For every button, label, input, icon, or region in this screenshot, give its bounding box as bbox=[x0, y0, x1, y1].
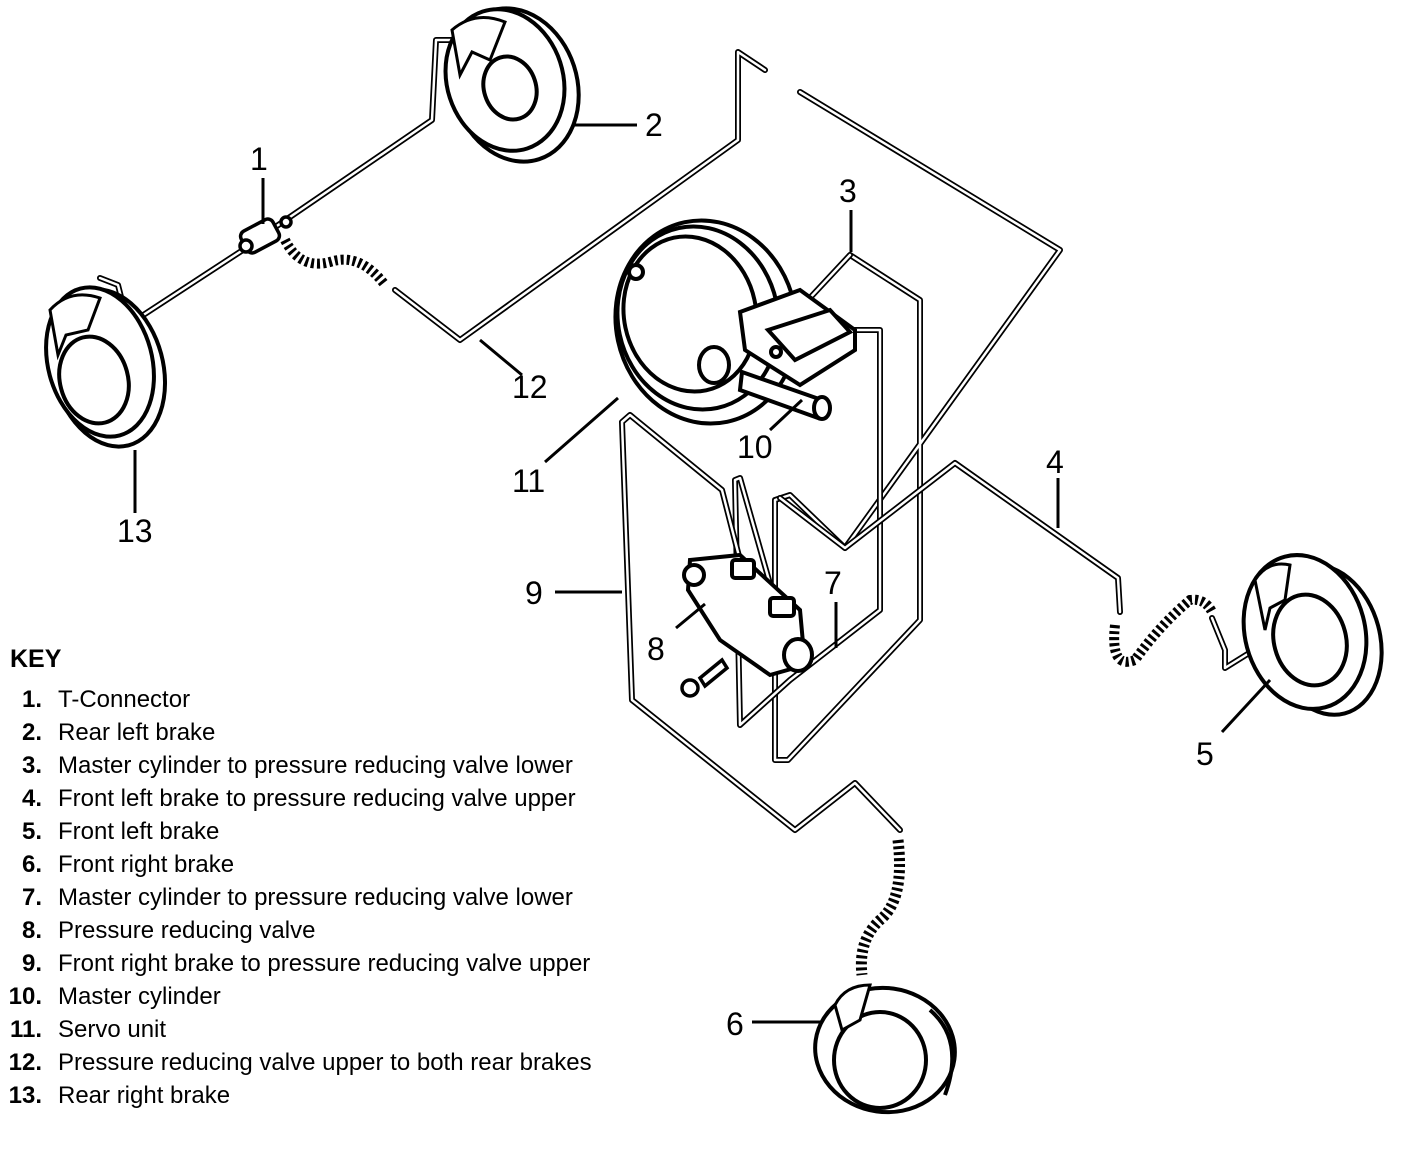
key-number: 4. bbox=[21, 785, 42, 812]
key-label: Rear left brake bbox=[58, 719, 216, 746]
rear-right-brake bbox=[44, 285, 168, 449]
front-right-brake bbox=[813, 983, 957, 1115]
front-left-brake bbox=[1241, 553, 1384, 717]
key-number: 8. bbox=[21, 917, 42, 944]
rear-left-brake bbox=[443, 6, 581, 164]
key-item-4: 4. Front left brake to pressure reducing … bbox=[0, 782, 660, 815]
key-number: 13. bbox=[8, 1082, 42, 1109]
key-title: KEY bbox=[10, 645, 62, 673]
key-label: Master cylinder to pressure reducing val… bbox=[58, 884, 573, 911]
flex-hose-front-left bbox=[1109, 594, 1217, 667]
key-item-12: 12. Pressure reducing valve upper to both… bbox=[0, 1046, 660, 1079]
callout-7: 7 bbox=[824, 565, 842, 601]
callout-4: 4 bbox=[1046, 444, 1064, 480]
key-label: Front left brake bbox=[58, 818, 220, 845]
flex-hose-front-right bbox=[855, 839, 906, 976]
key-list: 1. T-Connector 2. Rear left brake 3. Master… bbox=[0, 683, 660, 1112]
master-cylinder bbox=[737, 287, 857, 421]
key-item-9: 9. Front right brake to pressure reducing… bbox=[0, 947, 660, 980]
servo-unit bbox=[613, 218, 799, 426]
callout-11: 11 bbox=[512, 463, 545, 499]
key-label: Pressure reducing valve bbox=[58, 917, 316, 944]
key-number: 9. bbox=[21, 950, 42, 977]
callout-8: 8 bbox=[647, 631, 665, 667]
key-item-6: 6. Front right brake bbox=[0, 848, 660, 881]
key-item-5: 5. Front left brake bbox=[0, 815, 660, 848]
brake-pipes bbox=[97, 37, 1265, 833]
key-label: Master cylinder to pressure reducing val… bbox=[58, 752, 573, 779]
key-label: Master cylinder bbox=[58, 983, 221, 1010]
callout-2: 2 bbox=[645, 107, 663, 143]
key-number: 2. bbox=[21, 719, 42, 746]
flex-hose-rear bbox=[280, 237, 389, 289]
key-number: 5. bbox=[21, 818, 42, 845]
key-label: T-Connector bbox=[58, 686, 191, 713]
pipe-to-rear-left bbox=[265, 37, 458, 235]
key-number: 1. bbox=[21, 686, 42, 713]
key-number: 7. bbox=[21, 884, 42, 911]
key-label: Front right brake to pressure reducing v… bbox=[58, 950, 591, 977]
callout-5: 5 bbox=[1196, 736, 1214, 772]
key-number: 11. bbox=[9, 1016, 42, 1043]
key-item-1: 1. T-Connector bbox=[0, 683, 660, 716]
callout-3: 3 bbox=[839, 173, 857, 209]
key-item-11: 11. Servo unit bbox=[0, 1013, 660, 1046]
key-item-3: 3. Master cylinder to pressure reducing v… bbox=[0, 749, 660, 782]
key-number: 6. bbox=[21, 851, 42, 878]
flex-hoses bbox=[280, 237, 1217, 976]
key-label: Front left brake to pressure reducing va… bbox=[58, 785, 576, 812]
key-item-2: 2. Rear left brake bbox=[0, 716, 660, 749]
callout-numbers: 1 2 3 4 5 6 7 8 9 10 11 12 13 bbox=[117, 107, 1214, 1042]
t-connector bbox=[238, 215, 293, 255]
callout-10: 10 bbox=[737, 429, 773, 465]
key-number: 12. bbox=[8, 1049, 42, 1076]
key-label: Pressure reducing valve upper to both re… bbox=[58, 1049, 592, 1076]
key-item-13: 13. Rear right brake bbox=[0, 1079, 660, 1112]
key-item-10: 10. Master cylinder bbox=[0, 980, 660, 1013]
callout-9: 9 bbox=[525, 575, 543, 611]
key-label: Front right brake bbox=[58, 851, 235, 878]
key-label: Servo unit bbox=[58, 1016, 167, 1043]
callout-6: 6 bbox=[726, 1006, 744, 1042]
key-label: Rear right brake bbox=[58, 1082, 231, 1109]
callout-12: 12 bbox=[512, 369, 548, 405]
valve-bolt bbox=[680, 657, 730, 698]
leader-lines bbox=[133, 123, 1272, 1024]
key-item-8: 8. Pressure reducing valve bbox=[0, 914, 660, 947]
callout-1: 1 bbox=[250, 141, 268, 177]
pressure-reducing-valve bbox=[682, 552, 814, 678]
key-number: 10. bbox=[8, 983, 42, 1010]
key-item-7: 7. Master cylinder to pressure reducing v… bbox=[0, 881, 660, 914]
callout-13: 13 bbox=[117, 513, 153, 549]
key-number: 3. bbox=[21, 752, 42, 779]
